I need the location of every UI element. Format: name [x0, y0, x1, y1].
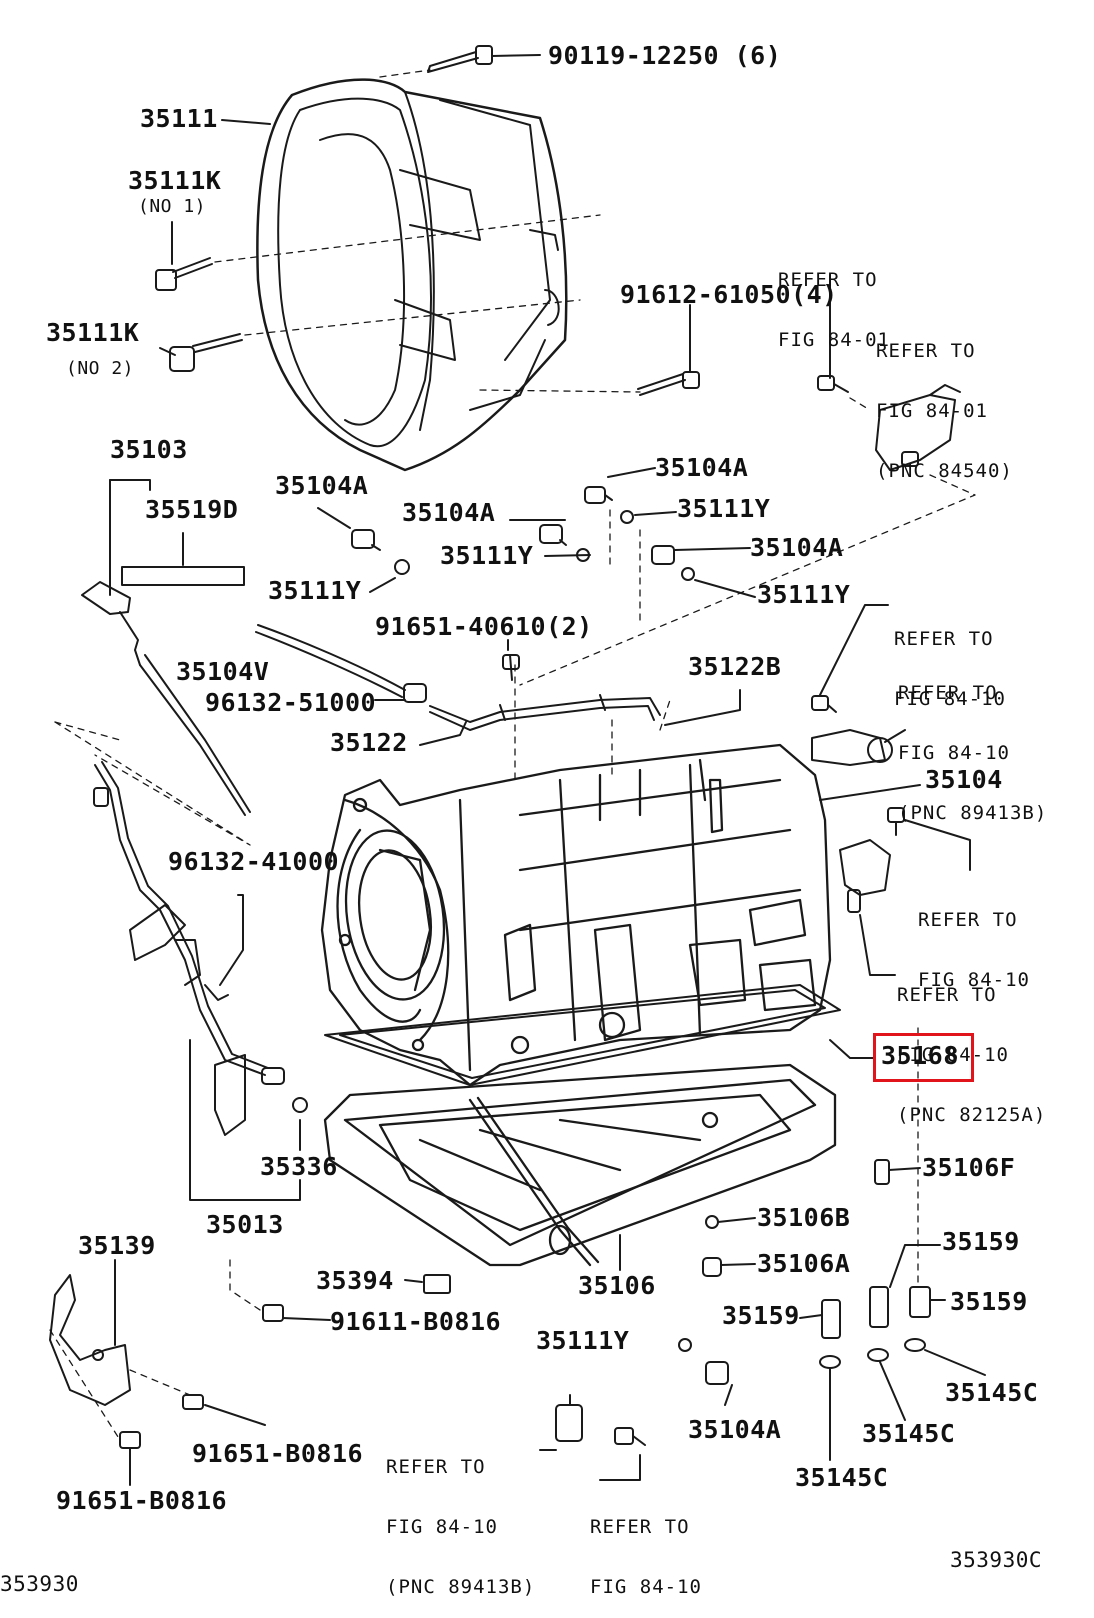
label-35122: 35122 — [330, 728, 408, 757]
label-35168[interactable]: 35168 — [881, 1041, 959, 1070]
refer-note-4: REFER TO FIG 84-10 (PNC 89413B) — [898, 644, 1047, 843]
refer-note-4-line1: REFER TO — [898, 681, 998, 704]
label-35104a-5: 35104A — [688, 1415, 782, 1444]
refer-note-5-line2: FIG 84-10 — [918, 968, 1030, 991]
label-96132-51000: 96132-51000 — [205, 688, 377, 717]
label-35519d: 35519D — [145, 495, 239, 524]
highlight-box-35168 — [873, 1033, 974, 1082]
label-35111y-5: 35111Y — [536, 1326, 630, 1355]
label-35106f: 35106F — [922, 1153, 1016, 1182]
sensor-89413b-drawing — [811, 695, 893, 766]
refer-note-1-line2: FIG 84-01 — [778, 328, 890, 351]
label-35111k-2: 35111K — [46, 318, 140, 347]
refer-note-2-line3: (PNC 84540) — [876, 459, 1013, 482]
label-35104: 35104 — [925, 765, 1003, 794]
label-35111k-2-note: (NO 2) — [66, 358, 135, 379]
refer-note-5: REFER TO FIG 84-10 — [918, 871, 1030, 1011]
label-35111y-3: 35111Y — [268, 576, 362, 605]
oil-pan-drawing — [323, 1063, 837, 1267]
part-35394-drawing — [423, 1274, 451, 1294]
label-35159-1: 35159 — [942, 1227, 1020, 1256]
label-91611-b0816: 91611-B0816 — [330, 1307, 502, 1336]
label-35104v: 35104V — [176, 657, 270, 686]
figure-id-right: 353930C — [950, 1548, 1043, 1572]
gasket-35168-drawing — [324, 984, 841, 1086]
label-35394: 35394 — [316, 1266, 394, 1295]
bolt-35111k-1 — [155, 257, 213, 291]
refer-note-3-line2: FIG 84-10 — [894, 687, 1006, 710]
refer-note-7-line2: FIG 84-10 — [386, 1515, 498, 1538]
refer-note-7: REFER TO FIG 84-10 (PNC 89413B) — [386, 1418, 535, 1617]
refer-note-7-line3: (PNC 89413B) — [386, 1575, 536, 1598]
sensor-89413b-bottom-drawing — [555, 1394, 646, 1446]
label-35104a-2: 35104A — [402, 498, 496, 527]
cooler-line-drawing — [93, 761, 308, 1136]
refer-note-4-line2: FIG 84-10 — [898, 741, 1010, 764]
label-35013: 35013 — [206, 1210, 284, 1239]
label-35145c-2: 35145C — [862, 1419, 956, 1448]
sensor-84540-drawing — [817, 375, 961, 471]
bolt-91612 — [637, 371, 700, 396]
label-35145c-1: 35145C — [945, 1378, 1039, 1407]
refer-note-6: REFER TO FIG 84-10 (PNC 82125A) — [897, 946, 1046, 1145]
refer-note-8: REFER TO FIG 84-10 — [590, 1478, 702, 1618]
refer-note-2: REFER TO FIG 84-01 (PNC 84540) — [876, 302, 1013, 501]
label-91651-b0816-2: 91651-B0816 — [56, 1486, 228, 1515]
label-35104a-3: 35104A — [655, 453, 749, 482]
refer-note-2-line1: REFER TO — [876, 339, 976, 362]
label-35106a: 35106A — [757, 1249, 851, 1278]
refer-note-5-line1: REFER TO — [918, 908, 1018, 931]
refer-note-6-line2: FIG 84-10 — [897, 1043, 1009, 1066]
label-35145c-3: 35145C — [795, 1463, 889, 1492]
label-35103: 35103 — [110, 435, 188, 464]
label-35111y-1: 35111Y — [677, 494, 771, 523]
drain-plug-group — [702, 1159, 931, 1369]
label-35139: 35139 — [78, 1231, 156, 1260]
label-35106b: 35106B — [757, 1203, 851, 1232]
refer-note-6-line1: REFER TO — [897, 983, 997, 1006]
label-90119-12250: 90119-12250 (6) — [548, 41, 782, 70]
label-35122b: 35122B — [688, 652, 782, 681]
figure-id-left: 353930 — [0, 1572, 79, 1596]
bracket-35139-drawing — [49, 1274, 131, 1406]
label-35111y-2: 35111Y — [440, 541, 534, 570]
bell-housing-drawing — [256, 78, 568, 472]
label-35106: 35106 — [578, 1271, 656, 1300]
label-35104a-4: 35104A — [750, 533, 844, 562]
refer-note-8-line2: FIG 84-10 — [590, 1575, 702, 1598]
bolt-90119 — [427, 45, 493, 73]
bolt-35111k-2 — [169, 333, 243, 372]
label-35336: 35336 — [260, 1152, 338, 1181]
refer-note-1: REFER TO FIG 84-01 — [778, 231, 890, 371]
dipstick-drawing — [81, 566, 251, 816]
label-96132-41000: 96132-41000 — [168, 847, 340, 876]
label-35111y-4: 35111Y — [757, 580, 851, 609]
refer-note-6-line3: (PNC 82125A) — [897, 1103, 1047, 1126]
refer-note-4-line3: (PNC 89413B) — [898, 801, 1048, 824]
refer-note-1-line1: REFER TO — [778, 268, 878, 291]
label-35104a-1: 35104A — [275, 471, 369, 500]
plug-35104a-group — [351, 486, 729, 1385]
label-35111: 35111 — [140, 104, 218, 133]
label-35159-3: 35159 — [722, 1301, 800, 1330]
sensor-82125a-drawing — [839, 807, 905, 913]
label-35111k-1: 35111K — [128, 166, 222, 195]
transmission-case-drawing — [320, 743, 832, 1087]
refer-note-8-line1: REFER TO — [590, 1515, 690, 1538]
refer-note-3: REFER TO FIG 84-10 — [894, 590, 1006, 730]
label-91651-b0816-1: 91651-B0816 — [192, 1439, 364, 1468]
refer-note-7-line1: REFER TO — [386, 1455, 486, 1478]
label-35159-2: 35159 — [950, 1287, 1028, 1316]
label-35111k-1-note: (NO 1) — [138, 196, 207, 217]
refer-note-2-line2: FIG 84-01 — [876, 399, 988, 422]
label-91651-40610: 91651-40610(2) — [375, 612, 593, 641]
label-91612-61050: 91612-61050(4) — [620, 280, 838, 309]
refer-note-3-line1: REFER TO — [894, 627, 994, 650]
